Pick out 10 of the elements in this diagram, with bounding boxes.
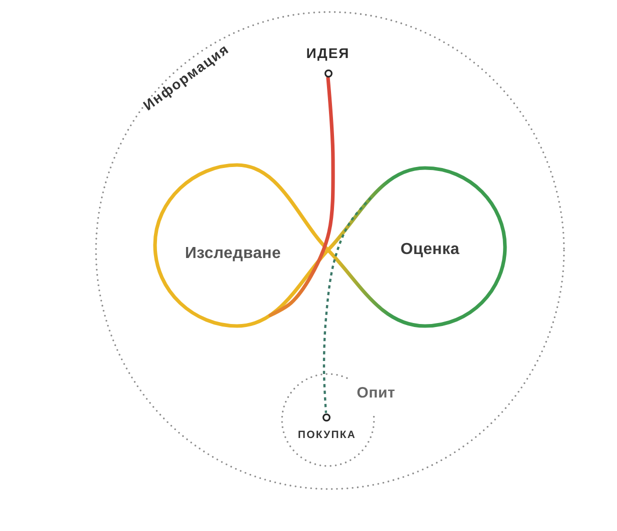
node-label: ПОКУПКА [298, 428, 356, 442]
dotted-boundary-ellipse [95, 11, 565, 490]
loop-outline [326, 166, 507, 328]
node-label: Опит [356, 384, 396, 402]
dashed-connector-line [322, 196, 372, 414]
connector-line [268, 76, 335, 318]
node-label: Оценка [400, 240, 460, 260]
node-label: Изследване [184, 244, 282, 264]
loop-outline [153, 163, 330, 328]
node-label: ИДЕЯ [306, 44, 350, 62]
